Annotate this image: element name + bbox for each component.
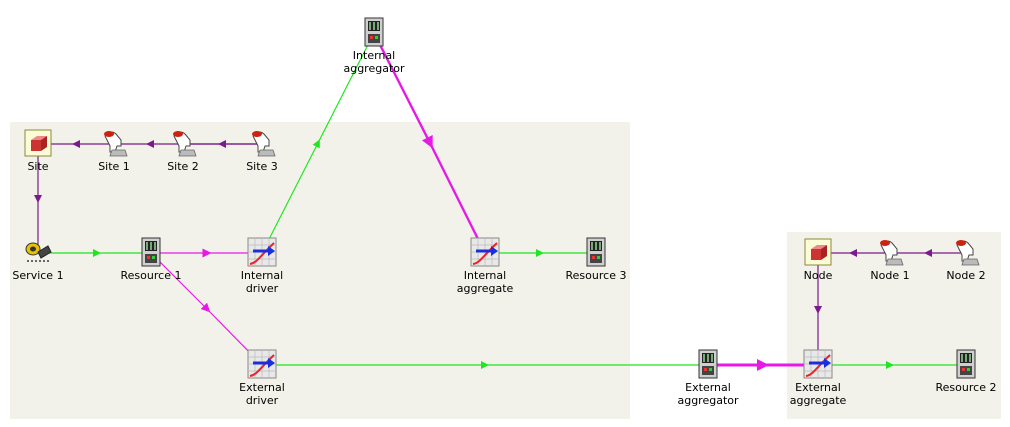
hand-icon [880, 240, 904, 266]
driver-chart-icon [803, 349, 833, 379]
node-external-aggregate[interactable]: External aggregate [758, 349, 878, 407]
server-icon [956, 349, 976, 379]
node-label: Site 3 [246, 160, 278, 173]
node-external-aggregator[interactable]: External aggregator [648, 349, 768, 407]
node-label: Node 2 [946, 269, 986, 282]
node-label: Site 1 [98, 160, 130, 173]
link-intdriver-intagg [261, 32, 375, 254]
node-label: Node [803, 269, 833, 282]
site-cube-icon [804, 238, 832, 266]
node-label: External aggregate [789, 381, 847, 407]
site-cube-icon [24, 129, 52, 157]
node-site2[interactable]: Site 2 [123, 128, 243, 173]
node-internal-driver[interactable]: Internal driver [202, 237, 322, 295]
node-resource2[interactable]: Resource 2 [906, 349, 1010, 394]
node-site[interactable]: Site [0, 128, 98, 173]
node-label: Resource 3 [565, 269, 627, 282]
driver-chart-icon [247, 349, 277, 379]
hand-icon [173, 131, 197, 157]
region-left [10, 122, 630, 419]
node-label: External driver [239, 381, 285, 407]
server-icon [364, 17, 384, 47]
node-label: Site [27, 160, 49, 173]
node-node[interactable]: Node [758, 237, 878, 282]
node-label: Internal driver [240, 269, 284, 295]
node-label: Internal aggregator [343, 49, 405, 75]
node-label: Service 1 [12, 269, 64, 282]
link-intagg-intaggr [372, 32, 487, 254]
node-node2[interactable]: Node 2 [906, 237, 1010, 282]
node-label: Resource 1 [120, 269, 182, 282]
node-label: External aggregator [677, 381, 739, 407]
driver-chart-icon [247, 237, 277, 267]
node-label: Site 2 [167, 160, 199, 173]
node-label: Internal aggregate [456, 269, 514, 295]
driver-chart-icon [470, 237, 500, 267]
server-icon [698, 349, 718, 379]
node-label: Resource 2 [935, 381, 997, 394]
service-icon [25, 242, 52, 262]
node-site3[interactable]: Site 3 [202, 128, 322, 173]
node-service1[interactable]: Service 1 [0, 237, 98, 282]
node-site1[interactable]: Site 1 [54, 128, 174, 173]
node-resource1[interactable]: Resource 1 [91, 237, 211, 282]
node-label: Node 1 [870, 269, 910, 282]
node-internal-aggregate[interactable]: Internal aggregate [425, 237, 545, 295]
hand-icon [252, 131, 276, 157]
server-icon [586, 237, 606, 267]
hand-icon [104, 131, 128, 157]
node-resource3[interactable]: Resource 3 [536, 237, 656, 282]
link-resource1-extdriver [150, 252, 263, 366]
node-internal-aggregator[interactable]: Internal aggregator [314, 17, 434, 75]
server-icon [141, 237, 161, 267]
node-external-driver[interactable]: External driver [202, 349, 322, 407]
node-node1[interactable]: Node 1 [830, 237, 950, 282]
hand-icon [956, 240, 980, 266]
